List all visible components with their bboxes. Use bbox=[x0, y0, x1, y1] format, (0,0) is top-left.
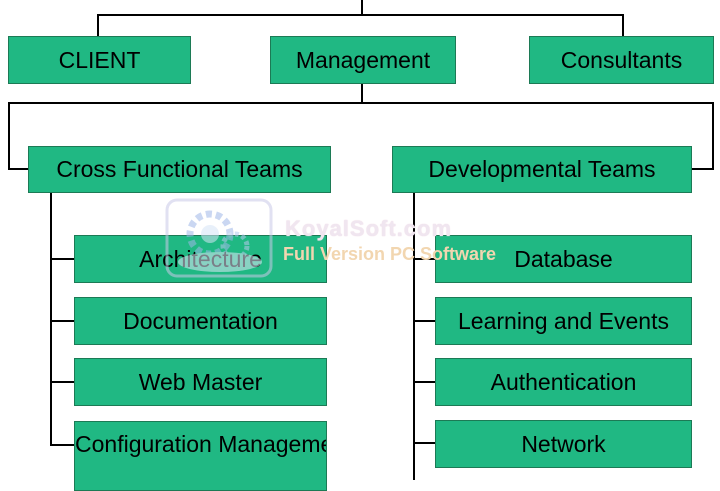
node-learning-and-events: Learning and Events bbox=[435, 297, 692, 345]
node-cross-functional-teams: Cross Functional Teams bbox=[28, 146, 331, 193]
node-management: Management bbox=[270, 36, 456, 84]
connector-left-tick-2 bbox=[50, 320, 74, 322]
connector-right-tick-2 bbox=[413, 320, 435, 322]
connector-left-drop bbox=[8, 102, 10, 170]
node-authentication: Authentication bbox=[435, 358, 692, 406]
node-configuration-management-label: Configuration Management bbox=[75, 431, 327, 457]
node-client: CLIENT bbox=[8, 36, 191, 84]
connector-top-stem bbox=[361, 0, 363, 16]
node-configuration-management: Configuration Management bbox=[74, 421, 327, 491]
node-web-master: Web Master bbox=[74, 358, 327, 406]
node-developmental-teams: Developmental Teams bbox=[392, 146, 692, 193]
node-database: Database bbox=[435, 235, 692, 283]
connector-left-stub bbox=[8, 168, 28, 170]
connector-left-tick-3 bbox=[50, 381, 74, 383]
connector-mid-bus bbox=[8, 102, 714, 104]
node-consultants: Consultants bbox=[529, 36, 714, 84]
node-architecture: Architecture bbox=[74, 235, 327, 283]
connector-right-drop bbox=[712, 102, 714, 170]
connector-top-bus bbox=[97, 14, 624, 16]
connector-consultants bbox=[622, 14, 624, 36]
node-network: Network bbox=[435, 420, 692, 468]
connector-right-tick-3 bbox=[413, 381, 435, 383]
connector-client bbox=[97, 14, 99, 36]
connector-right-tick-4 bbox=[413, 442, 435, 444]
connector-left-tick-4 bbox=[50, 444, 74, 446]
connector-left-trunk bbox=[50, 192, 52, 446]
connector-right-tick-1 bbox=[413, 258, 435, 260]
connector-right-trunk bbox=[413, 192, 415, 480]
connector-right-stub bbox=[692, 168, 714, 170]
connector-left-tick-1 bbox=[50, 258, 74, 260]
connector-mgmt-down bbox=[361, 84, 363, 104]
node-documentation: Documentation bbox=[74, 297, 327, 345]
